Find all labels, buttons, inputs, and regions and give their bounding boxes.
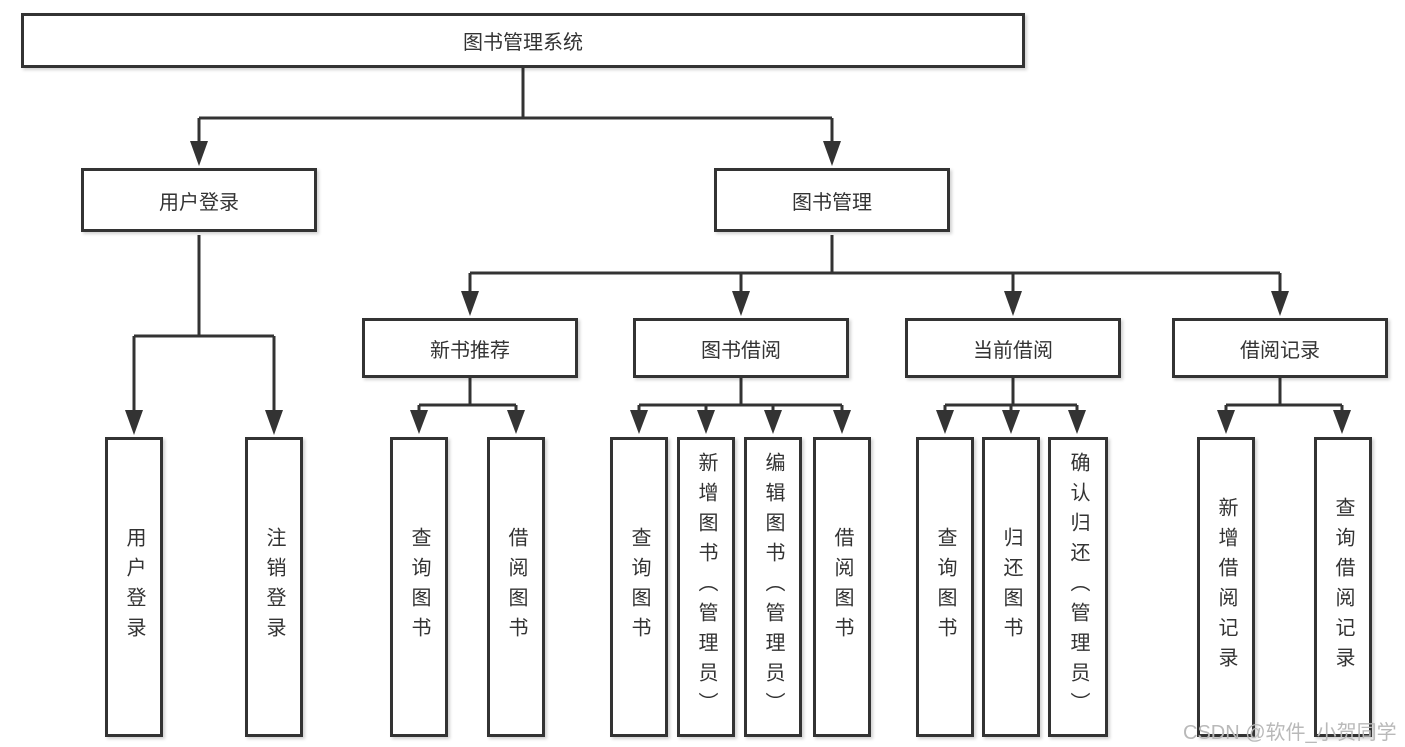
connector-mgmt-branch-lines — [468, 235, 1282, 291]
node-book-management: 图书管理 — [714, 168, 950, 232]
arrow-down-icon — [1004, 291, 1022, 316]
arrow-down-icon — [764, 410, 782, 434]
leaf-query-borrow-record: 查询借阅记录 — [1314, 437, 1372, 737]
leaf-borrow-books: 借阅图书 — [813, 437, 871, 737]
connector-current-borrow-lines — [943, 378, 1079, 410]
leaf-return-book-label: 归还图书 — [1000, 527, 1022, 647]
node-book-borrow-label: 图书借阅 — [701, 339, 781, 362]
connector-borrow-records-lines — [1224, 378, 1344, 410]
arrow-down-icon — [732, 291, 750, 316]
arrow-down-icon — [1271, 291, 1289, 316]
connector-user-branch-lines — [132, 235, 276, 410]
leaf-add-book-admin-label: 新增图书（管理员） — [695, 452, 717, 722]
leaf-add-borrow-record-label: 新增借阅记录 — [1215, 497, 1237, 677]
arrow-down-icon — [461, 291, 479, 316]
leaf-confirm-return-admin: 确认归还（管理员） — [1048, 437, 1108, 737]
node-book-management-label: 图书管理 — [792, 191, 872, 214]
connector-book-borrow-lines — [637, 378, 844, 410]
node-borrow-records: 借阅记录 — [1172, 318, 1388, 378]
arrow-down-icon — [1068, 410, 1086, 434]
node-current-borrow-label: 当前借阅 — [973, 339, 1053, 362]
connector-new-book-lines — [417, 378, 518, 410]
node-new-book-recommend-label: 新书推荐 — [430, 339, 510, 362]
leaf-query-books-recommend: 查询图书 — [390, 437, 448, 737]
node-user-login-label: 用户登录 — [159, 191, 239, 214]
arrow-down-icon — [697, 410, 715, 434]
leaf-add-borrow-record: 新增借阅记录 — [1197, 437, 1255, 737]
arrow-down-icon — [1333, 410, 1351, 434]
leaf-logout: 注销登录 — [245, 437, 303, 737]
node-new-book-recommend: 新书推荐 — [362, 318, 578, 378]
watermark: CSDN @软件_小贺同学 — [1183, 722, 1397, 744]
arrow-down-icon — [125, 410, 143, 435]
node-borrow-records-label: 借阅记录 — [1240, 339, 1320, 362]
leaf-borrow-books-recommend: 借阅图书 — [487, 437, 545, 737]
leaf-query-books-recommend-label: 查询图书 — [408, 527, 430, 647]
arrow-down-icon — [410, 410, 428, 434]
arrow-down-icon — [936, 410, 954, 434]
leaf-query-books-borrow: 查询图书 — [610, 437, 668, 737]
arrow-down-icon — [630, 410, 648, 434]
leaf-edit-book-admin-label: 编辑图书（管理员） — [762, 452, 784, 722]
arrow-down-icon — [507, 410, 525, 434]
leaf-query-borrow-record-label: 查询借阅记录 — [1332, 497, 1354, 677]
node-book-borrow: 图书借阅 — [633, 318, 849, 378]
leaf-add-book-admin: 新增图书（管理员） — [677, 437, 735, 737]
leaf-query-books-current: 查询图书 — [916, 437, 974, 737]
leaf-logout-label: 注销登录 — [263, 527, 285, 647]
arrow-down-icon — [190, 141, 208, 166]
leaf-borrow-books-label: 借阅图书 — [831, 527, 853, 647]
node-library-system-label: 图书管理系统 — [463, 32, 583, 54]
node-library-system: 图书管理系统 — [21, 13, 1025, 68]
leaf-edit-book-admin: 编辑图书（管理员） — [744, 437, 802, 737]
node-current-borrow: 当前借阅 — [905, 318, 1121, 378]
leaf-user-login: 用户登录 — [105, 437, 163, 737]
node-user-login: 用户登录 — [81, 168, 317, 232]
leaf-query-books-current-label: 查询图书 — [934, 527, 956, 647]
arrow-down-icon — [833, 410, 851, 434]
arrow-down-icon — [823, 141, 841, 166]
arrow-down-icon — [1002, 410, 1020, 434]
leaf-query-books-borrow-label: 查询图书 — [628, 527, 650, 647]
leaf-user-login-label: 用户登录 — [123, 527, 145, 647]
arrow-down-icon — [265, 410, 283, 435]
leaf-borrow-books-recommend-label: 借阅图书 — [505, 527, 527, 647]
connector-root-lines — [197, 68, 834, 141]
leaf-confirm-return-admin-label: 确认归还（管理员） — [1067, 452, 1089, 722]
leaf-return-book: 归还图书 — [982, 437, 1040, 737]
arrow-down-icon — [1217, 410, 1235, 434]
